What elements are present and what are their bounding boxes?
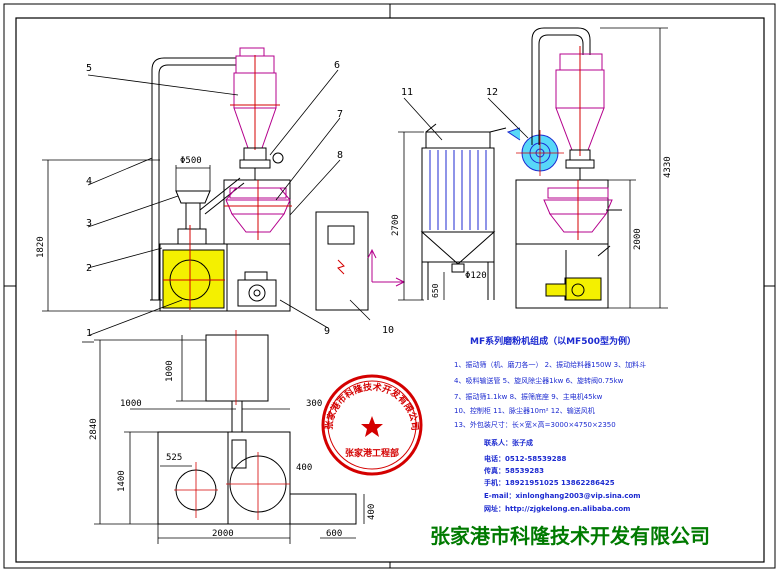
frame-ticks	[4, 4, 775, 568]
contact-email: E-mail：xinlonghang2003@vip.sina.com	[484, 492, 641, 500]
dim-2700-label: 2700	[391, 214, 401, 236]
balloon-9: 9	[324, 326, 330, 337]
plan-dims	[94, 335, 365, 544]
leaders-left	[82, 69, 371, 343]
plan-dim-400-b: 400	[367, 504, 377, 520]
contact-web: 网址：http://zjgkelong.en.alibaba.com	[484, 504, 630, 513]
plan-centerlines	[174, 330, 290, 520]
dim-2700	[398, 131, 424, 301]
dim-4330-label: 4330	[663, 156, 673, 178]
cyclone-left	[230, 47, 280, 150]
balloon-1: 1	[86, 328, 92, 339]
vibrating-sieve-left	[224, 180, 292, 240]
balloon-5: 5	[86, 63, 92, 74]
balloon-6: 6	[334, 60, 340, 71]
drawing-border	[15, 17, 765, 563]
dim-hopper-label: Φ500	[180, 156, 202, 166]
plan-dim-400-a: 400	[296, 463, 312, 473]
seal-bottom: 张家港工程部	[345, 447, 399, 459]
right-elevation	[515, 27, 609, 309]
dim-phi120-label: Φ120	[465, 271, 487, 281]
notes-line-2: 4、吸料输送管 5、旋风除尘器1kw 6、旋转阀0.75kw	[454, 376, 624, 385]
contact-fax: 传真：58539283	[483, 466, 544, 475]
rotary-valve-right	[565, 149, 595, 180]
balloon-10: 10	[382, 325, 394, 336]
main-motor	[237, 271, 277, 307]
balloon-2: 2	[86, 263, 92, 274]
rotary-valve-left	[239, 147, 284, 180]
dim-1820	[42, 159, 160, 312]
plan-view	[157, 334, 357, 525]
contact-person: 联系人：张子成	[484, 438, 533, 447]
plan-dim-600: 600	[326, 529, 342, 539]
notes-line-4: 10、控制柜 11、脉尘器10m² 12、输送风机	[454, 406, 595, 415]
balloon-3: 3	[86, 218, 92, 229]
left-elevation	[150, 57, 291, 312]
notes-title: MF系列磨粉机组成（以MF500型为例）	[470, 335, 636, 347]
mill-body-yellow	[162, 249, 225, 309]
baghouse-bags	[429, 150, 487, 230]
plan-dim-300: 300	[306, 399, 322, 409]
company-seal: 张家港市科隆技术开发有限公司 张家港工程部	[321, 374, 423, 476]
plan-dim-1400: 1400	[117, 470, 127, 492]
company-name: 张家港市科隆技术开发有限公司	[430, 524, 710, 548]
plan-dim-1000-h: 1000	[120, 399, 142, 409]
plan-dim-525: 525	[166, 453, 182, 463]
notes-line-1: 1、振动筛（机、磨刀各一） 2、振动给料器150W 3、加料斗	[454, 360, 646, 369]
vibrating-sieve-right	[543, 180, 622, 240]
balloon-4: 4	[86, 176, 92, 187]
plan-dim-2000: 2000	[212, 529, 234, 539]
notes-line-3: 7、振动筛1.1kw 8、振筛底座 9、主电机45kw	[454, 392, 603, 401]
dim-650-label: 650	[431, 283, 440, 298]
notes-line-5: 13、外包装尺寸：长×宽×高=3000×4750×2350	[454, 420, 616, 429]
dim-2000-label: 2000	[633, 228, 643, 250]
balloon-8: 8	[337, 150, 343, 161]
balloon-12: 12	[486, 87, 498, 98]
dim-hopper	[175, 165, 211, 191]
dim-1820-label: 1820	[36, 236, 46, 258]
conveying-fan	[506, 127, 564, 176]
balloon-7: 7	[337, 109, 343, 120]
leaders-mid	[403, 97, 529, 141]
cyclone-right	[555, 46, 605, 156]
motor-right	[545, 245, 611, 301]
view-arrow	[367, 248, 406, 287]
seal-star-icon	[361, 416, 383, 437]
plan-dim-1000-v: 1000	[165, 360, 175, 382]
balloon-11: 11	[401, 87, 413, 98]
contact-phone: 电话：0512-58539288	[484, 454, 566, 463]
contact-mobile: 手机：18921951025 13862286425	[484, 478, 615, 487]
baghouse-11	[420, 123, 507, 300]
control-cabinet	[315, 211, 369, 311]
plan-dim-2840: 2840	[89, 418, 99, 440]
dim-right	[600, 27, 668, 309]
